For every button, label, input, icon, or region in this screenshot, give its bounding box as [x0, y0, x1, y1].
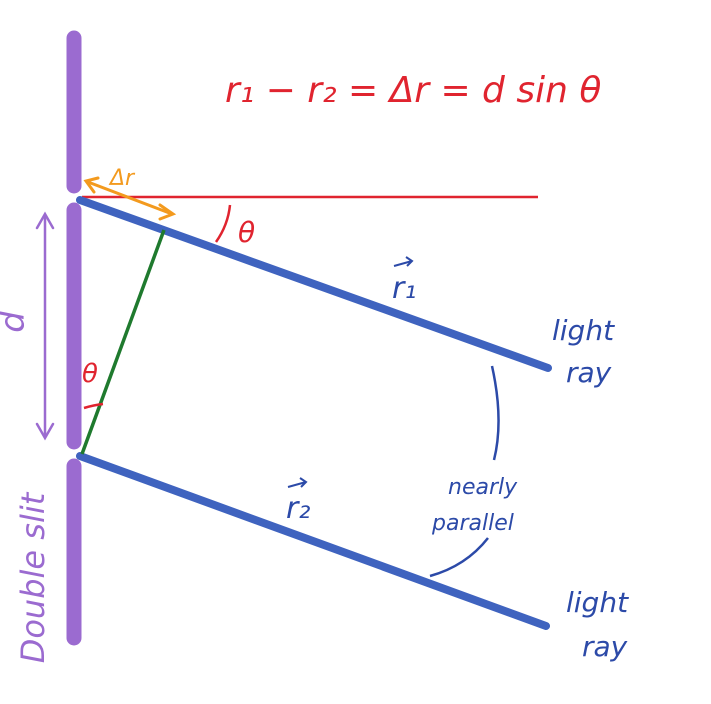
theta-arc-top	[214, 204, 232, 243]
light-ray-1-line-2: ray	[566, 356, 612, 389]
delta-r-label: Δr	[108, 166, 136, 191]
d-label: d	[0, 311, 33, 333]
theta-label-top: θ	[238, 216, 255, 249]
nearly-parallel-line-1: nearly	[448, 475, 518, 500]
double-slit-label: Double slit	[14, 491, 52, 663]
light-ray-2	[76, 452, 550, 630]
delta-r-arrow	[83, 176, 177, 221]
nearly-parallel-line-2: parallel	[431, 511, 514, 536]
light-ray-2-line-1: light	[566, 586, 629, 619]
perpendicular-line	[80, 229, 166, 455]
r2-vector-arrow	[287, 477, 308, 488]
light-ray-1-label: light ray	[552, 314, 623, 389]
theta-label-slit: θ	[82, 359, 98, 389]
d-arrow	[35, 211, 55, 441]
r2-label: r₂	[286, 491, 310, 526]
light-ray-2-line-2: ray	[582, 630, 628, 663]
equation: r₁ − r₂ = Δr = d sin θ	[225, 70, 601, 111]
nearly-parallel-label: nearly parallel	[431, 475, 524, 536]
nearly-parallel-pointer-bottom	[429, 537, 489, 578]
r1-vector-arrow	[393, 256, 414, 267]
light-ray-1-line-1: light	[552, 314, 615, 347]
theta-arc-slit	[83, 402, 104, 410]
light-ray-1	[76, 196, 552, 372]
light-ray-2-label: light ray	[566, 586, 637, 663]
r1-label: r₁	[392, 271, 416, 306]
nearly-parallel-pointer-top	[490, 365, 500, 461]
